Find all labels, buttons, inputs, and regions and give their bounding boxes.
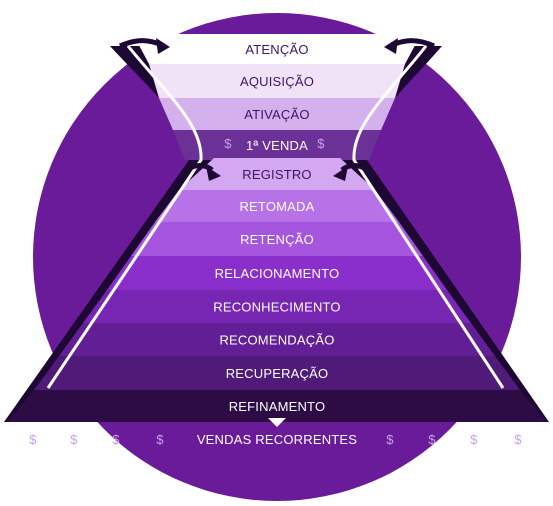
funnel-stage: [133, 34, 421, 64]
dollar-sign: $: [514, 432, 522, 447]
dollar-sign: $: [156, 432, 164, 447]
funnel-stage: [155, 190, 399, 222]
funnel-stage-label: ATENÇÃO: [245, 42, 308, 57]
dollar-sign: $: [224, 136, 232, 151]
dollar-sign: $: [428, 432, 436, 447]
funnel-stage-label: RECOMENDAÇÃO: [219, 333, 334, 348]
funnel-stage: [159, 98, 395, 130]
funnel-stage-label: RELACIONAMENTO: [215, 266, 340, 281]
arrow-down-icon: [268, 418, 286, 427]
funnel-stage: [131, 222, 423, 256]
funnel-stage: [34, 356, 520, 390]
funnel-stage-label: RETENÇÃO: [240, 232, 314, 247]
curved-arrow-icon: [384, 38, 436, 54]
funnel-stage: [59, 323, 495, 356]
funnel-stage-label: RETOMADA: [239, 199, 314, 214]
funnel-stage: [179, 158, 375, 190]
funnel-stage: [7, 390, 547, 422]
curved-arrow-icon: [184, 163, 221, 181]
funnel-stage-label: RECUPERAÇÃO: [226, 366, 329, 381]
curved-arrow-icon: [118, 38, 170, 54]
funnel-stage: [83, 290, 471, 323]
frame-outline-left: [46, 45, 203, 389]
dollar-sign: $: [29, 432, 37, 447]
funnel-stage-label: AQUISIÇÃO: [240, 74, 314, 89]
funnel-stage-label: 1ª VENDA: [246, 138, 308, 153]
funnel-stage-label: ATIVAÇÃO: [244, 107, 309, 122]
funnel-stage-label: REFINAMENTO: [229, 399, 326, 414]
dollar-sign: $: [112, 432, 120, 447]
curved-arrow-icon: [333, 163, 370, 181]
dollar-sign: $: [70, 432, 78, 447]
funnel-stage-label: REGISTRO: [242, 167, 312, 182]
recurring-label: VENDAS RECORRENTES: [197, 432, 357, 447]
funnel-stage: [149, 64, 405, 98]
dollar-sign: $: [470, 432, 478, 447]
funnel-stage: [173, 130, 381, 160]
funnel-stage: [107, 256, 447, 290]
funnel-stage-label: RECONHECIMENTO: [213, 300, 341, 315]
frame-outline-right: [352, 45, 505, 389]
recurring-band: [160, 427, 393, 453]
dollar-sign: $: [317, 136, 325, 151]
dollar-sign: $: [386, 432, 394, 447]
